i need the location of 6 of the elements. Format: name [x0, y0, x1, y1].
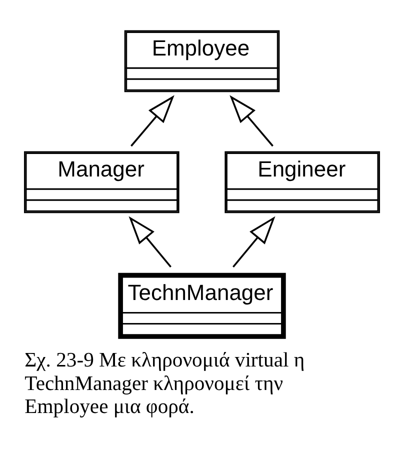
node-box: TechnManager: [118, 272, 286, 338]
caption: Σχ. 23-9 Με κληρονομιά virtual η TechnManager κληρονομεί την Employee μια φορά.: [24, 348, 305, 418]
arrow: [232, 216, 276, 267]
arrow: [128, 216, 172, 267]
arrow: [230, 94, 274, 146]
arrow: [130, 94, 174, 146]
